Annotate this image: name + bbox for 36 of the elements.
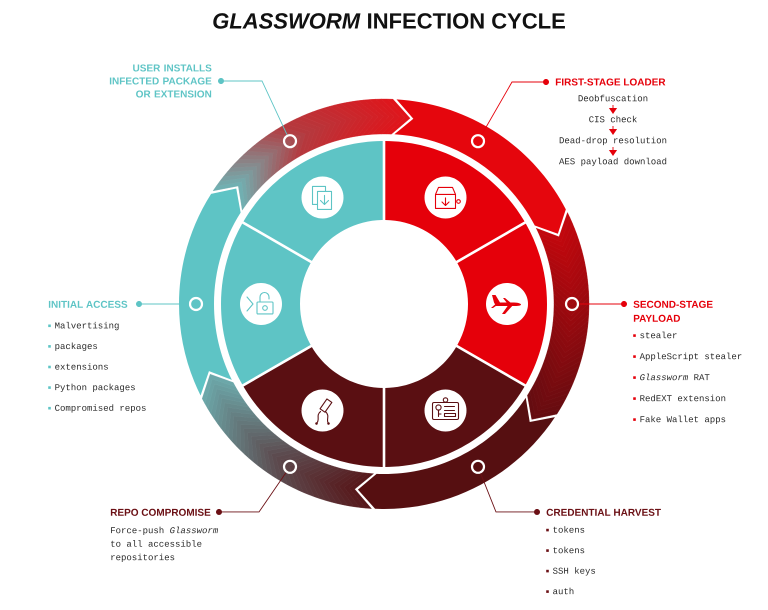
leader-line bbox=[222, 472, 286, 512]
leader-line bbox=[481, 82, 544, 136]
ring-marker bbox=[470, 460, 486, 474]
list-item: Compromised repos bbox=[55, 404, 146, 413]
list-item: packages bbox=[55, 342, 98, 351]
step-text: Dead-drop resolution bbox=[560, 136, 666, 146]
list-item: extensions bbox=[55, 363, 108, 370]
stage-heading: CREDENTIAL HARVEST bbox=[546, 508, 661, 516]
list-item: SSH keys bbox=[552, 567, 596, 576]
ring-marker bbox=[564, 296, 580, 312]
step-text: AES payload download bbox=[559, 158, 666, 166]
list-item: AppleScript stealer bbox=[640, 352, 742, 362]
description: Force-push Glassworm to all accessible repositories bbox=[111, 526, 218, 562]
stage-heading: FIRST-STAGE LOADER bbox=[556, 78, 666, 86]
ring-marker bbox=[188, 296, 204, 312]
list-item: auth bbox=[553, 588, 574, 594]
ring-marker bbox=[470, 134, 486, 148]
ring-marker bbox=[282, 134, 298, 148]
title: GLASSWORM INFECTION CYCLE bbox=[213, 13, 565, 29]
ring-marker bbox=[282, 460, 298, 474]
list-item: stealer bbox=[640, 332, 677, 338]
step-text: CIS check bbox=[589, 116, 637, 122]
list-item: Glassworm RAT bbox=[640, 374, 710, 380]
leader-line bbox=[224, 80, 288, 136]
list-item: tokens bbox=[553, 526, 584, 533]
stage-heading: INITIAL ACCESS bbox=[48, 300, 128, 308]
list-item: Python packages bbox=[55, 384, 135, 392]
list-item: Fake Wallet apps bbox=[640, 416, 726, 424]
stage-heading: SECOND-STAGE PAYLOAD bbox=[633, 300, 713, 322]
leader-line bbox=[480, 472, 534, 512]
list-item: tokens bbox=[553, 546, 584, 554]
stage-heading: REPO COMPROMISE bbox=[110, 508, 210, 516]
step-text: Deobfuscation bbox=[578, 94, 648, 102]
stage-heading: USER INSTALLS INFECTED PACKAGE OR EXTENSION bbox=[110, 64, 212, 98]
list-item: Malvertising bbox=[55, 322, 119, 330]
list-item: RedEXT extension bbox=[640, 394, 726, 402]
